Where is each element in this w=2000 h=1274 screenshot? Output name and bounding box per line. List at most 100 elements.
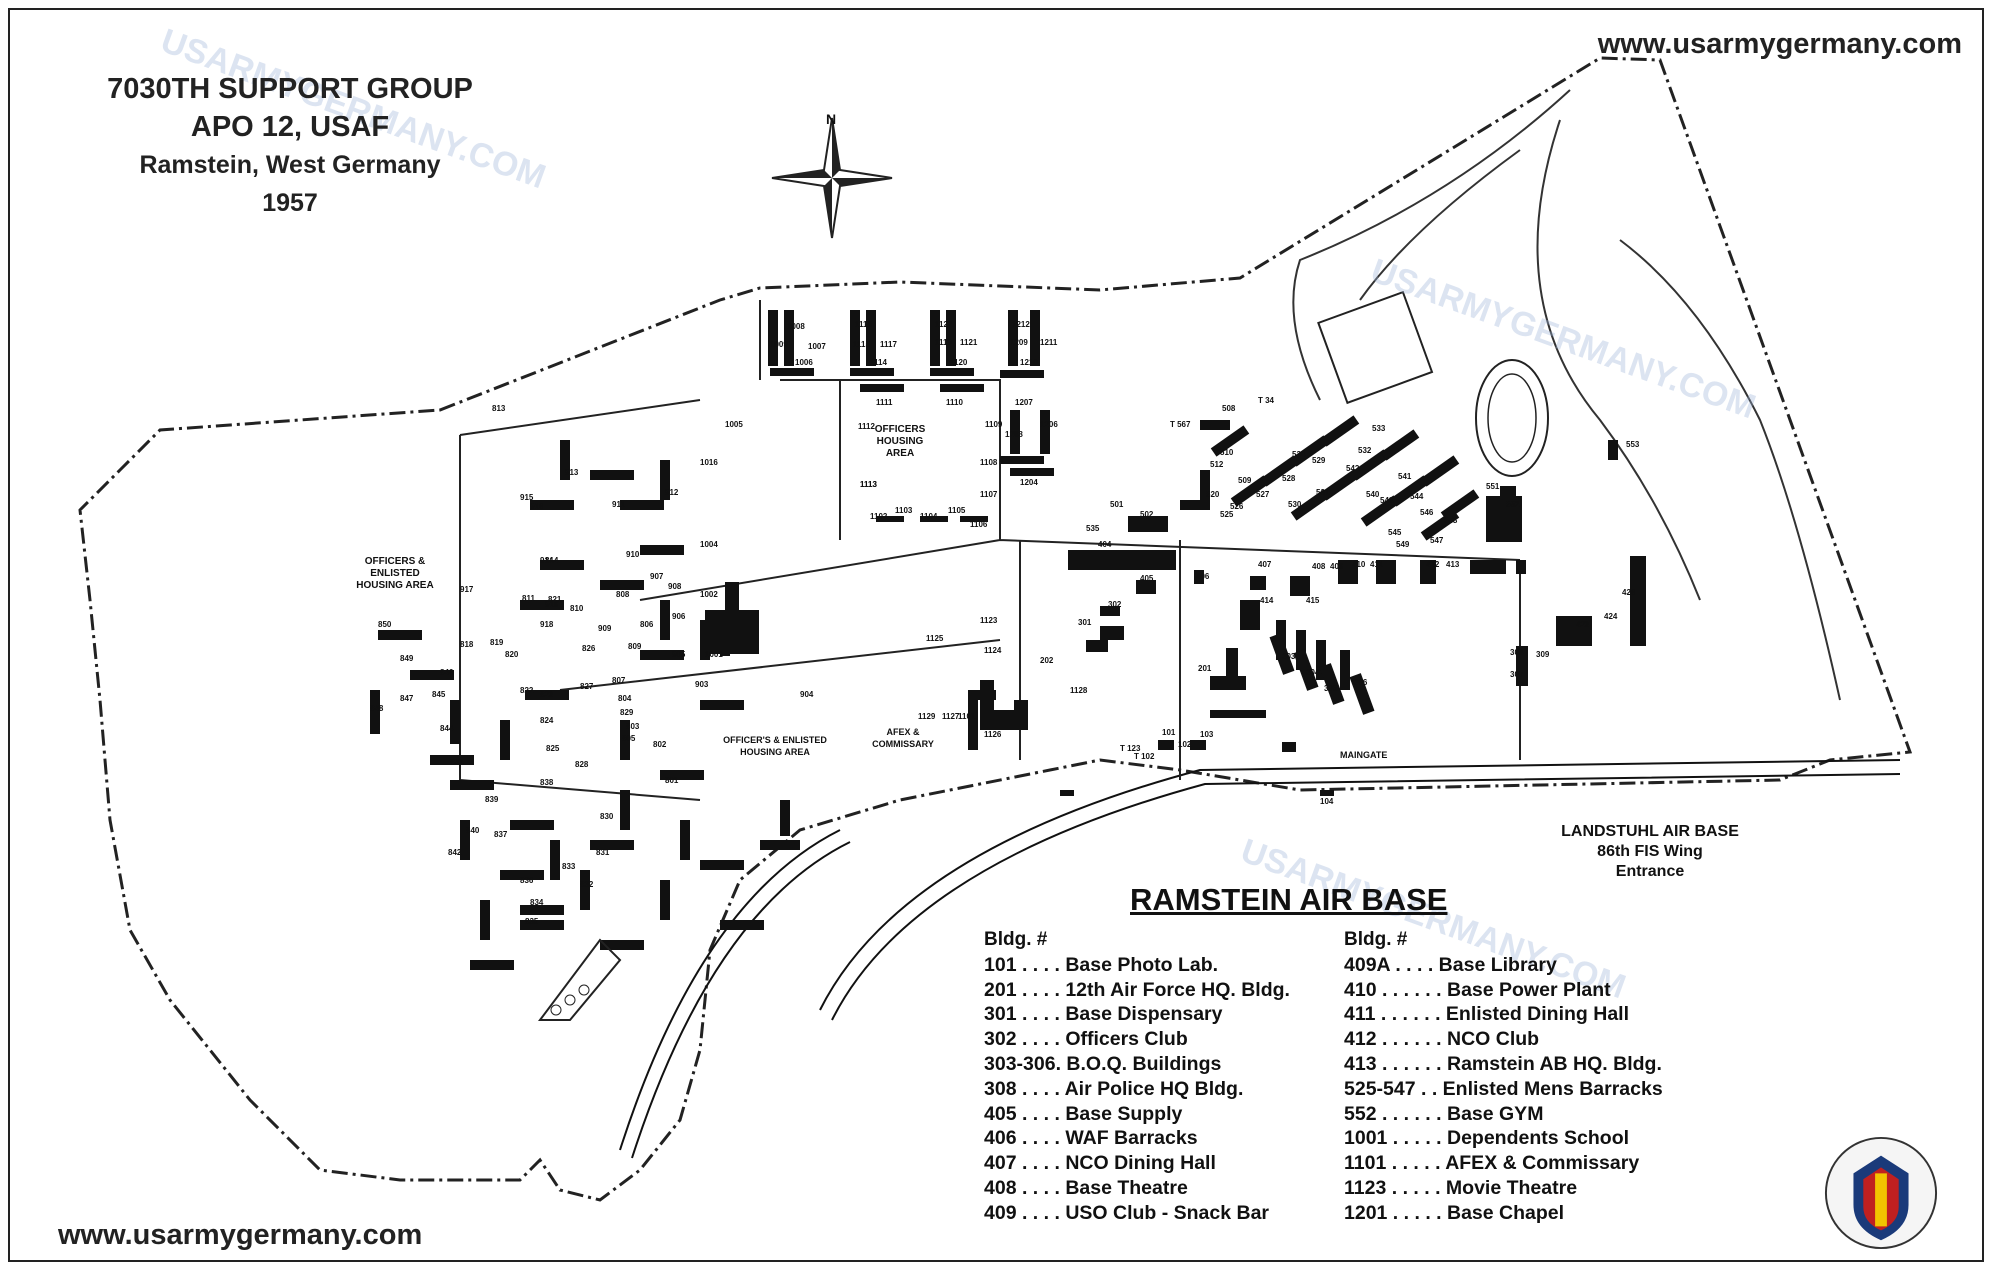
map-building-number: 1119 [935, 338, 952, 347]
map-building-number: 910 [626, 550, 640, 559]
map-building-number: 1016 [700, 458, 718, 467]
map-building-number: 903 [695, 680, 709, 689]
website-link-top[interactable]: www.usarmygermany.com [1597, 28, 1962, 60]
legend-bldg-name: Base GYM [1446, 1102, 1544, 1125]
legend-separator: . . . . . . [1376, 1102, 1447, 1125]
legend-right-header: Bldg. # [1344, 929, 1408, 950]
legend-bldg-number: 308 [984, 1077, 1017, 1100]
map-building-number: 806 [640, 620, 654, 629]
label-afex-commissary: AFEX & COMMISSARY [872, 727, 934, 749]
map-frame [8, 8, 1984, 1262]
legend-separator: . . . . [1016, 978, 1066, 1001]
map-building-number: 534 [1292, 450, 1306, 459]
south-road-edge [631, 841, 851, 1159]
legend-bldg-number: 1123 [1344, 1176, 1387, 1199]
legend-bldg-name: Base Chapel [1447, 1201, 1565, 1224]
map-building-number: 1101 [958, 712, 976, 721]
map-building-number: 1111 [876, 398, 893, 407]
map-building-number: 845 [432, 690, 446, 699]
map-building-number: 801 [665, 776, 679, 785]
legend-left-row: 409 . . . . USO Club - Snack Bar [984, 1201, 1290, 1226]
map-building-number: 1007 [808, 342, 826, 351]
map-building-number: T 102 [1134, 752, 1155, 761]
map-building-number: T 123 [1120, 744, 1141, 753]
map-building-number: 911 [612, 500, 625, 509]
header-line-2: APO 12, USAF [190, 111, 390, 143]
map-building-number: 540 [1366, 490, 1380, 499]
legend-left-row: 406 . . . . WAF Barracks [984, 1126, 1290, 1151]
map-building-number: 201 [1198, 664, 1212, 673]
legend-separator: . . . . [1016, 1176, 1066, 1199]
legend-bldg-number: 407 [984, 1152, 1017, 1175]
header-line-3: Ramstein, West Germany [139, 151, 441, 179]
map-building-number: 805 [622, 734, 636, 743]
map-building-number: 825 [546, 744, 560, 753]
map-building-number: 1121 [960, 338, 978, 347]
legend-bldg-name: Base Library [1438, 953, 1557, 976]
legend-bldg-number: 552 [1344, 1102, 1377, 1125]
legend-bldg-name: Air Police HQ Bldg. [1064, 1077, 1244, 1100]
map-building-number: T 567 [1170, 420, 1191, 429]
map-building-number: 823 [540, 690, 554, 699]
map-building-number: 917 [460, 585, 474, 594]
map-building-number: 840 [466, 826, 480, 835]
map-building-number: 822 [520, 686, 534, 695]
map-building-number: 835 [525, 917, 539, 926]
map-building-number: 830 [600, 812, 614, 821]
legend-bldg-name: 12th Air Force HQ. Bldg. [1065, 978, 1290, 1001]
map-building-number: 553 [1626, 440, 1640, 449]
map-building-number: 821 [548, 595, 562, 604]
legend-left-row: 408 . . . . Base Theatre [984, 1176, 1290, 1201]
map-building-number: 303 [1282, 652, 1296, 661]
map-building-number: 906 [672, 612, 686, 621]
legend-left-row: 308 . . . . Air Police HQ Bldg. [984, 1077, 1290, 1102]
map-building-number: 1109 [985, 420, 1003, 429]
map-building-number: 508 [1222, 404, 1236, 413]
label-officers-housing-area: OFFICERS HOUSING AREA [874, 424, 926, 459]
map-building-number: 544 [1410, 492, 1424, 501]
website-link-bottom[interactable]: www.usarmygermany.com [58, 1219, 423, 1251]
map-building-number: 532 [1358, 446, 1372, 455]
map-building-number: 307 [1510, 670, 1524, 679]
map-building-number: 916 [530, 502, 544, 511]
legend-bldg-name: Enlisted Mens Barracks [1442, 1077, 1663, 1100]
map-building-number: 526 [1230, 502, 1244, 511]
map-building-number: 404 [1098, 540, 1112, 549]
map-building-number: 824 [540, 716, 554, 725]
map-building-number: 548 [1444, 516, 1458, 525]
map-building-number: 832 [580, 880, 594, 889]
map-building-number: 1106 [970, 520, 988, 529]
legend-bldg-number: 1101 [1344, 1152, 1387, 1175]
legend-right-row: 413 . . . . . . Ramstein AB HQ. Bldg. [1344, 1052, 1663, 1077]
map-building-number: 301 [1078, 618, 1092, 627]
map-building-number: 1006 [795, 358, 813, 367]
map-building-number: 1113 [860, 480, 877, 489]
usarmygermany-badge-logo [1824, 1136, 1938, 1250]
legend-bldg-number: 301 [984, 1003, 1017, 1026]
map-building-number: 838 [540, 778, 554, 787]
map-building-number: 1002 [700, 590, 718, 599]
legend-right-row: 412 . . . . . . NCO Club [1344, 1027, 1663, 1052]
map-building-number: 545 [1388, 528, 1402, 537]
legend-right-row: 409A . . . . Base Library [1344, 953, 1663, 978]
legend-separator: . . . . [1016, 1102, 1066, 1125]
legend-left-row: 302 . . . . Officers Club [984, 1027, 1290, 1052]
map-building-number: 913 [565, 468, 579, 477]
legend-separator: . . . . . [1387, 1201, 1447, 1224]
school-building [705, 582, 759, 654]
legend-separator: . . . . [1016, 1003, 1066, 1026]
legend-left-row: 301 . . . . Base Dispensary [984, 1002, 1290, 1027]
label-officers-enlisted-housing-bottom: OFFICER'S & ENLISTED HOUSING AREA [723, 735, 827, 757]
map-building-number: 1102 [870, 512, 888, 521]
label-maingate: MAINGATE [1340, 750, 1388, 760]
legend-bldg-number: 303-306. [984, 1052, 1061, 1075]
legend-bldg-number: 525-547 [1344, 1077, 1416, 1100]
map-building-number: 826 [582, 644, 596, 653]
map-building-number: 1129 [918, 712, 936, 721]
label-landstuhl-entrance: LANDSTUHL AIR BASE 86th FIS Wing Entranc… [1561, 823, 1739, 880]
map-building-number: 547 [1430, 536, 1444, 545]
map-building-number: 405 [1140, 574, 1154, 583]
legend-right-row: 1201 . . . . . Base Chapel [1344, 1201, 1663, 1226]
south-road [619, 829, 841, 1151]
